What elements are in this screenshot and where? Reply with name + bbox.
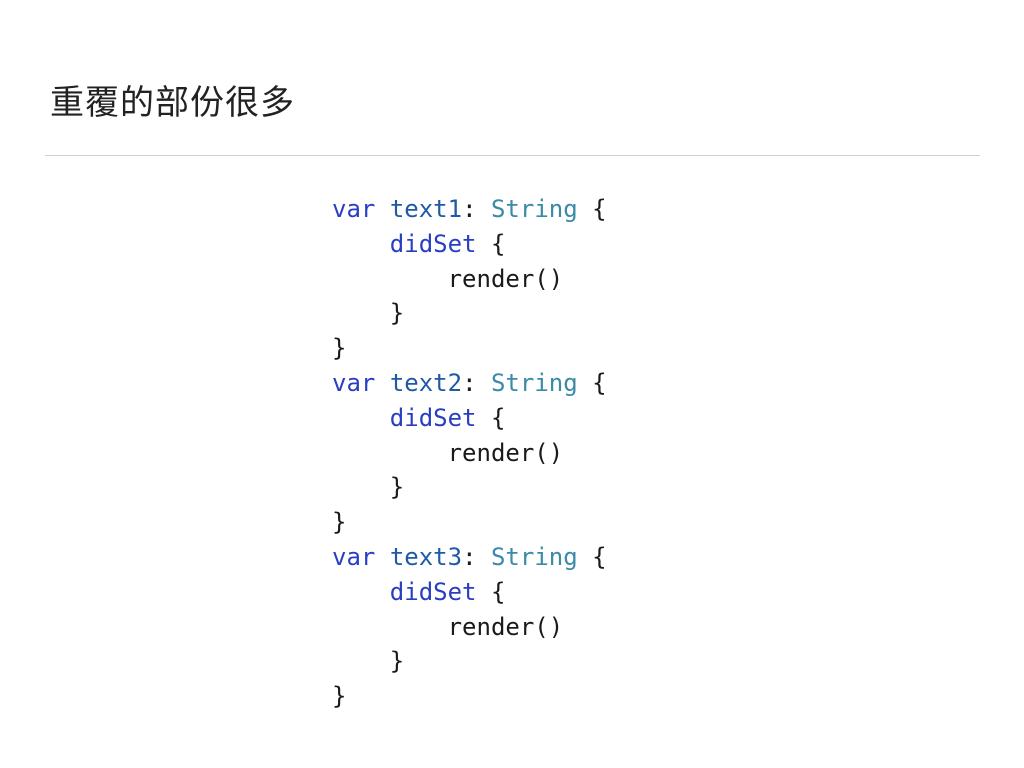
title-divider [45,155,980,156]
code-observer-close-brace: } [389,473,405,502]
code-observer-close-brace: } [389,299,405,328]
slide-title: 重覆的部份很多 [50,83,295,123]
code-open-brace: { [592,542,607,571]
code-call: render() [447,612,564,641]
code-keyword: var [332,195,376,223]
code-close-brace: } [332,334,347,363]
code-open-brace: { [592,195,607,223]
code-line-observer: didSet { [332,401,607,436]
code-line-observer-close: } [332,296,607,331]
code-line-declaration: var text3: String { [332,540,607,575]
code-call: render() [447,264,564,293]
code-line-call: render() [332,436,607,471]
code-close-brace: } [332,508,347,537]
code-observer-open-brace: { [490,403,506,432]
code-line-observer-close: } [332,644,607,679]
code-observer-open-brace: { [490,229,506,258]
code-line-call: render() [332,262,607,297]
code-keyword: var [332,542,376,571]
code-colon: : [462,195,477,223]
code-type: String [490,195,578,223]
code-line-observer: didSet { [332,575,607,610]
code-type: String [490,542,578,571]
code-line-close: } [332,331,607,366]
code-property-name: text2 [389,368,463,397]
code-open-brace: { [592,368,607,397]
code-colon: : [462,368,477,397]
code-line-observer: didSet { [332,227,607,262]
code-call: render() [447,438,564,467]
code-line-observer-close: } [332,470,607,505]
code-line-call: render() [332,610,607,645]
code-observer: didSet [389,577,477,606]
code-type: String [490,368,578,397]
code-colon: : [462,542,477,571]
code-close-brace: } [332,682,347,711]
code-observer: didSet [389,229,477,258]
code-observer-open-brace: { [490,577,506,606]
code-line-close: } [332,505,607,540]
code-keyword: var [332,368,376,397]
code-observer-close-brace: } [389,647,405,676]
code-property-name: text1 [389,195,463,223]
code-line-declaration: var text2: String { [332,366,607,401]
code-line-close: } [332,679,607,714]
code-observer: didSet [389,403,477,432]
code-line-declaration: var text1: String { [332,192,607,227]
code-block: var text1: String { didSet { render() }}… [332,192,607,714]
code-property-name: text3 [389,542,463,571]
